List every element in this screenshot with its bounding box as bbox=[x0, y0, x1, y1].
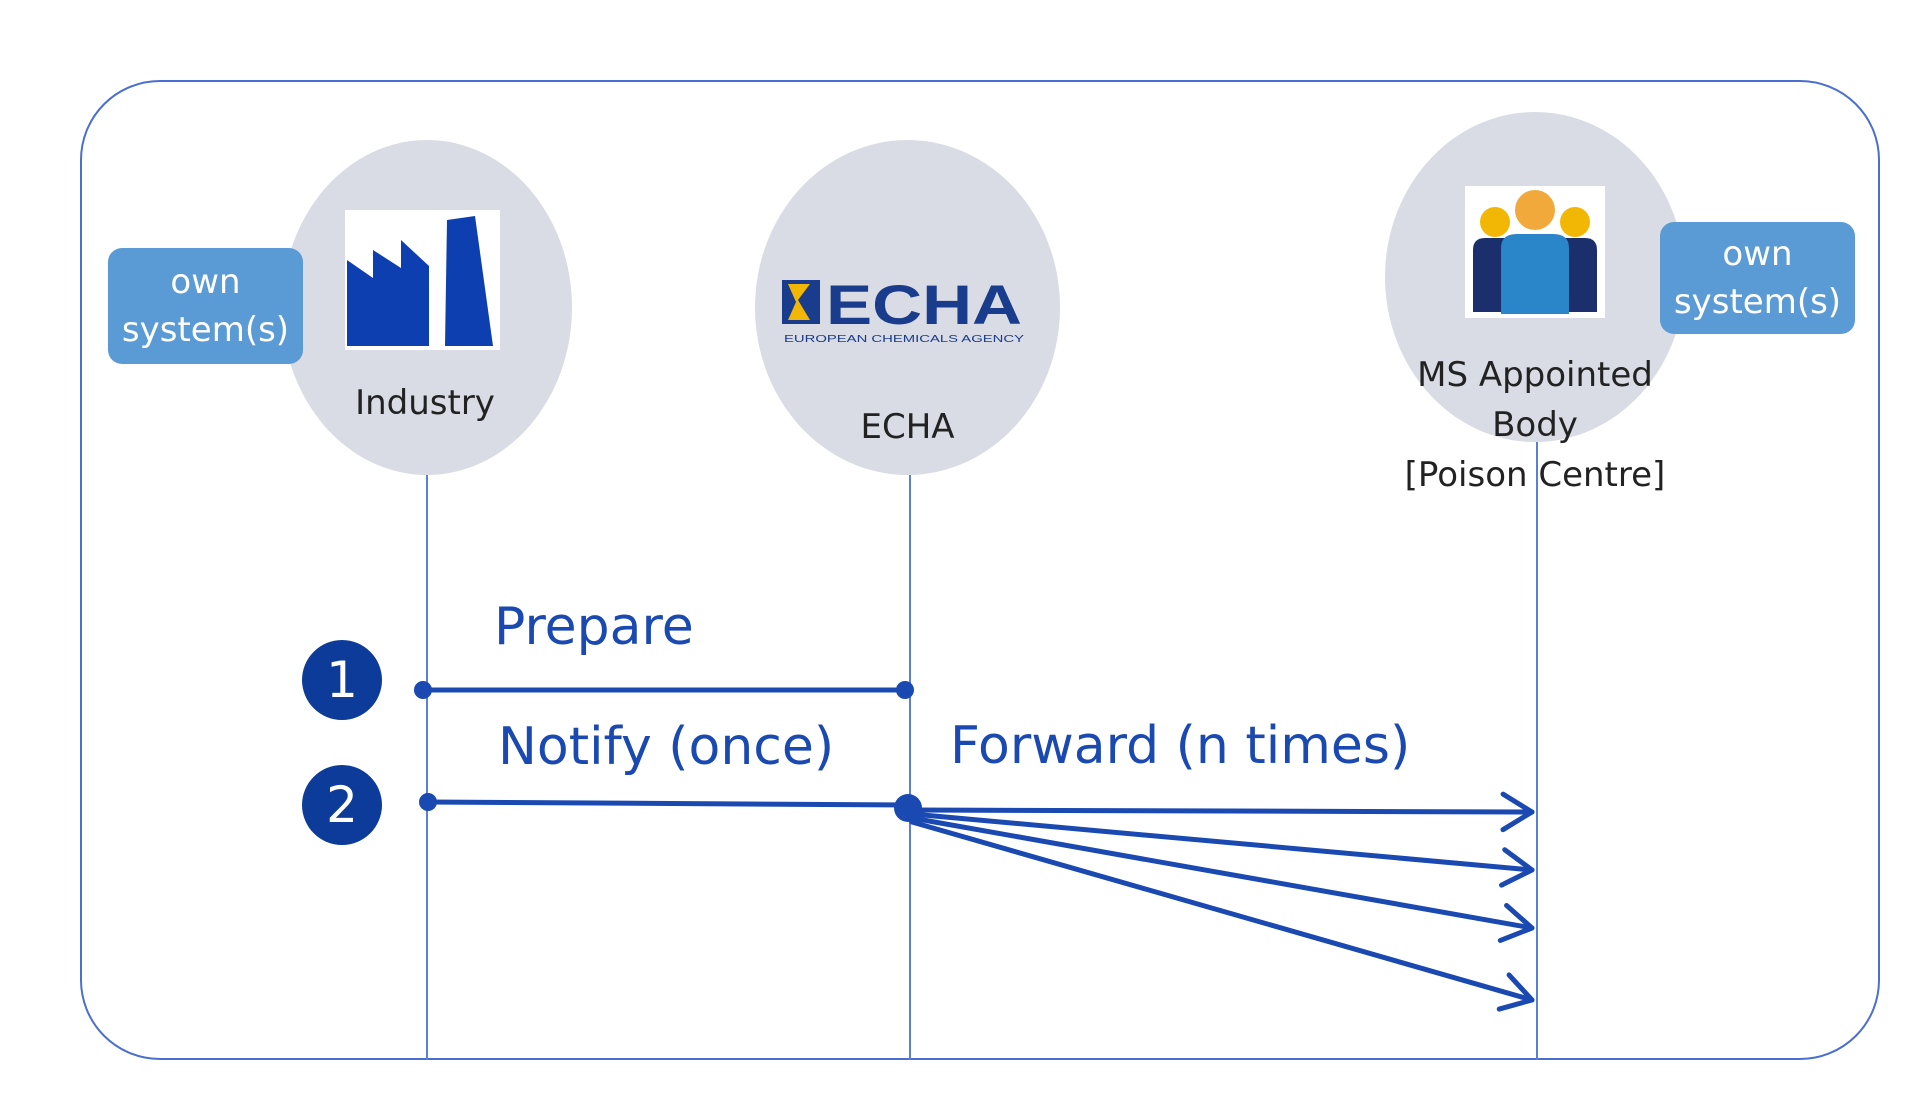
own-systems-line2: system(s) bbox=[121, 310, 290, 350]
forward-arrow-line bbox=[909, 807, 1535, 815]
forward-arrow-head bbox=[1496, 972, 1535, 1012]
echa-label: ECHA bbox=[860, 407, 955, 447]
step-2-badge: 2 bbox=[302, 765, 382, 845]
ms-body-own-systems-box: own system(s) bbox=[1660, 222, 1855, 334]
notify-start-dot bbox=[419, 793, 437, 811]
industry-own-systems-box: own system(s) bbox=[108, 248, 303, 364]
factory-icon bbox=[345, 210, 500, 350]
prepare-start-dot bbox=[414, 681, 432, 699]
prepare-label: Prepare bbox=[494, 597, 694, 657]
echa-lifeline bbox=[909, 475, 911, 1060]
notify-label: Notify (once) bbox=[498, 717, 835, 777]
diagram-frame bbox=[80, 80, 1880, 1060]
forward-arrow-head bbox=[1497, 902, 1535, 943]
echa-logo-text: ECHA bbox=[826, 273, 1022, 336]
ms-body-label-line2: [Poison Centre] bbox=[1404, 455, 1666, 495]
ms-body-label: MS Appointed Body [Poison Centre] bbox=[1370, 350, 1700, 500]
own-systems-line2: system(s) bbox=[1673, 282, 1842, 322]
own-systems-line1: own bbox=[170, 262, 241, 302]
industry-label: Industry bbox=[355, 383, 495, 423]
forward-arrow-line bbox=[909, 815, 1535, 931]
forward-label: Forward (n times) bbox=[950, 716, 1411, 776]
forward-arrow-head bbox=[1500, 791, 1535, 833]
ms-body-label-line1: MS Appointed Body bbox=[1417, 355, 1653, 445]
echa-logo: ECHA EUROPEAN CHEMICALS AGENCY bbox=[780, 270, 1028, 352]
prepare-end-dot bbox=[896, 681, 914, 699]
forward-arrow-head bbox=[1499, 847, 1535, 888]
forward-arrows bbox=[909, 791, 1535, 1012]
notify-end-dot bbox=[894, 794, 922, 822]
people-group-icon bbox=[1465, 186, 1605, 318]
industry-lifeline bbox=[426, 475, 428, 1060]
forward-arrow-line bbox=[909, 819, 1535, 1003]
notify-line bbox=[425, 799, 913, 808]
step-1-badge: 1 bbox=[302, 640, 382, 720]
own-systems-line1: own bbox=[1722, 234, 1793, 274]
echa-logo-subtext: EUROPEAN CHEMICALS AGENCY bbox=[784, 334, 1024, 345]
ms-body-lifeline bbox=[1536, 442, 1538, 1060]
forward-arrow-line bbox=[909, 811, 1535, 873]
